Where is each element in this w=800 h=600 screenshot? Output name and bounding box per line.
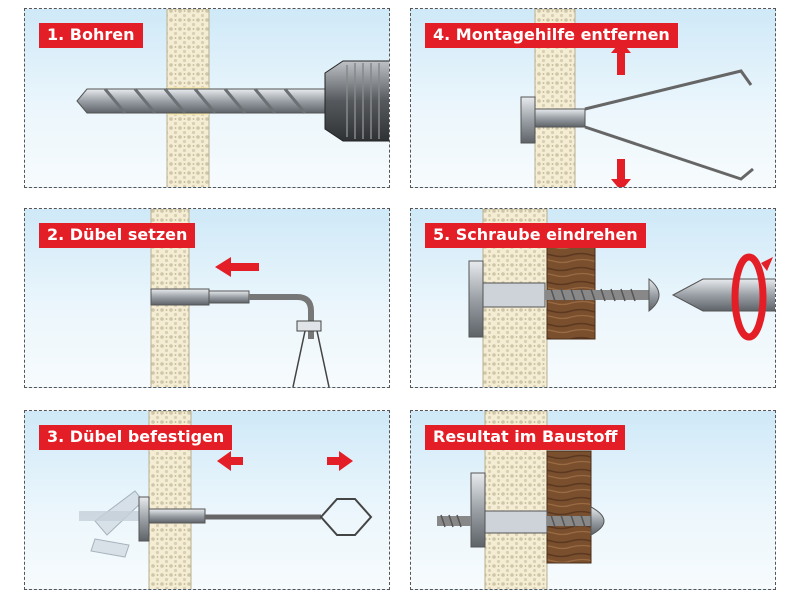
mounting-tool-grip — [296, 320, 322, 332]
screw-head — [590, 506, 605, 536]
screwdriver — [671, 278, 775, 312]
anchor-toggle — [79, 511, 149, 521]
screw-thread — [550, 514, 586, 528]
anchor-flange — [470, 472, 486, 548]
anchor-sleeve — [150, 288, 210, 306]
step-panel-result: Resultat im Baustoff — [410, 410, 776, 590]
arrow-right-icon — [327, 451, 353, 471]
wood-plank — [546, 450, 592, 564]
step-label: 3. Dübel befestigen — [39, 425, 233, 450]
step-panel-fasten-anchor: 3. Dübel befestigen — [24, 410, 390, 590]
pull-ring — [319, 498, 373, 536]
arrow-left-icon — [215, 257, 259, 277]
rotate-icon — [731, 253, 767, 341]
tool-lower-arm — [584, 125, 754, 181]
step-label: 5. Schraube eindrehen — [425, 223, 646, 248]
anchor-flange — [138, 496, 150, 542]
anchor-sleeve — [148, 508, 206, 524]
screw-tip-thread — [440, 514, 462, 528]
arrow-left-icon — [217, 451, 243, 471]
anchor-flange — [520, 96, 536, 144]
step-panel-drilling: 1. Bohren — [24, 8, 390, 188]
drill-flutes — [103, 88, 307, 114]
drill-chuck — [324, 60, 389, 142]
step-label: 1. Bohren — [39, 23, 143, 48]
chuck-knurl — [346, 63, 380, 139]
mounting-tool-shaft — [249, 294, 314, 339]
anchor-sleeve — [534, 108, 586, 128]
screw-head — [648, 277, 660, 313]
step-label: Resultat im Baustoff — [425, 425, 626, 450]
step-label: 4. Montagehilfe entfernen — [425, 23, 678, 48]
step-panel-insert-anchor: 2. Dübel setzen — [24, 208, 390, 388]
arrow-up-icon — [611, 41, 631, 75]
mounting-tool-legs — [292, 330, 330, 387]
anchor-sleeve — [482, 282, 546, 308]
step-panel-insert-screw: 5. Schraube eindrehen — [410, 208, 776, 388]
anchor-flange — [468, 260, 484, 338]
drilling-illustration — [76, 9, 389, 187]
step-panel-remove-tool: 4. Montagehilfe entfernen — [410, 8, 776, 188]
anchor-sleeve — [484, 510, 548, 534]
anchor-wing-bottom — [90, 538, 130, 558]
step-label: 2. Dübel setzen — [39, 223, 196, 248]
screw-thread — [550, 288, 636, 302]
rotate-arrowhead-icon — [761, 257, 773, 271]
arrow-down-icon — [611, 159, 631, 187]
anchor-collar — [208, 290, 250, 304]
tool-upper-arm — [584, 69, 753, 111]
